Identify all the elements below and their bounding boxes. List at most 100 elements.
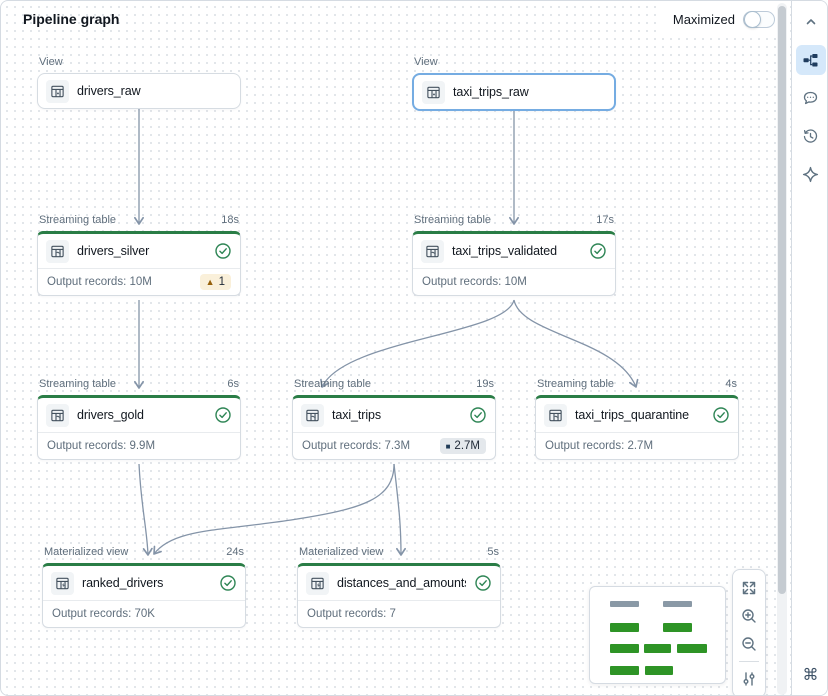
node-kind-label: Materialized view (44, 546, 129, 558)
minimap-node-bar (610, 601, 639, 607)
node-duration: 24s (226, 546, 244, 558)
node-stats: Output records: 9.9M (38, 432, 240, 459)
node-duration: 4s (725, 378, 737, 390)
node-name: distances_and_amounts_b... (337, 576, 466, 590)
success-check-icon (214, 406, 232, 424)
node-name: drivers_raw (77, 84, 141, 98)
node-name: taxi_trips_quarantine (575, 408, 689, 422)
maximized-label: Maximized (672, 11, 735, 27)
node-name: taxi_trips_raw (453, 85, 529, 99)
success-check-icon (219, 574, 237, 592)
output-records: Output records: 70K (52, 608, 155, 620)
minimap[interactable] (589, 586, 726, 684)
expand-icon[interactable] (735, 574, 763, 602)
node-stats: Output records: 10M ▲1 (38, 268, 240, 295)
node-stats: Output records: 7 (298, 600, 500, 627)
node-taxi_trips_quarantine: Streaming table 4s taxi_trips_quarantine… (535, 378, 739, 460)
minimap-node-bar (610, 644, 639, 653)
node-drivers_silver: Streaming table 18s drivers_silver Outpu… (37, 214, 241, 296)
vertical-scrollbar[interactable] (777, 3, 787, 695)
collapse-chevron-up-icon[interactable] (796, 7, 826, 37)
graph-canvas[interactable]: Pipeline graph Maximized View drivers_ra… (1, 1, 791, 695)
zoom-in-icon[interactable] (735, 602, 763, 630)
success-check-icon (712, 406, 730, 424)
minimap-node-bar (610, 623, 639, 632)
square-badge[interactable]: ■2.7M (439, 438, 486, 454)
minimap-node-bar (663, 601, 692, 607)
command-shortcuts-icon[interactable]: ⌘ (802, 667, 819, 684)
node-card-drivers_raw[interactable]: drivers_raw (37, 73, 241, 109)
view-table-icon (422, 80, 445, 104)
node-duration: 5s (487, 546, 499, 558)
graph-settings-icon[interactable] (735, 665, 763, 693)
node-card-taxi_trips_raw[interactable]: taxi_trips_raw (412, 73, 616, 111)
node-stats: Output records: 2.7M (536, 432, 738, 459)
node-kind-label: Streaming table (294, 378, 372, 390)
node-duration: 19s (476, 378, 494, 390)
output-records: Output records: 10M (47, 276, 152, 288)
minimap-node-bar (610, 666, 639, 675)
node-card-distances_and_amounts[interactable]: distances_and_amounts_b... Output record… (297, 563, 501, 628)
success-check-icon (589, 242, 607, 260)
toggle-knob (744, 10, 761, 28)
node-kind-label: Streaming table (39, 214, 117, 226)
node-drivers_gold: Streaming table 6s drivers_gold Output r… (37, 378, 241, 460)
graph-zoom-controls (732, 569, 766, 695)
node-taxi_trips_validated: Streaming table 17s taxi_trips_validated… (412, 214, 616, 296)
scrollbar-thumb[interactable] (778, 6, 786, 594)
edge-taxi_trips_validated-to-taxi_trips_quarantine (513, 299, 639, 388)
success-check-icon (214, 242, 232, 260)
node-card-taxi_trips_validated[interactable]: taxi_trips_validated Output records: 10M (412, 231, 616, 296)
streaming-table-icon (421, 239, 444, 263)
edge-taxi_trips-to-ranked_drivers (153, 463, 395, 555)
edge-taxi_trips_validated-to-taxi_trips (320, 299, 515, 388)
node-stats: Output records: 7.3M ■2.7M (293, 432, 495, 459)
node-kind-label: View (414, 56, 438, 68)
zoom-out-icon[interactable] (735, 630, 763, 658)
node-taxi_trips_raw: View taxi_trips_raw (412, 56, 616, 111)
node-card-drivers_gold[interactable]: drivers_gold Output records: 9.9M (37, 395, 241, 460)
streaming-table-icon (544, 403, 567, 427)
node-card-taxi_trips[interactable]: taxi_trips Output records: 7.3M ■2.7M (292, 395, 496, 460)
pipeline-graph-icon[interactable] (795, 45, 826, 75)
streaming-table-icon (46, 239, 69, 263)
history-icon[interactable] (796, 121, 826, 151)
streaming-table-icon (301, 403, 324, 427)
warning-triangle-badge[interactable]: ▲1 (199, 274, 231, 290)
node-card-taxi_trips_quarantine[interactable]: taxi_trips_quarantine Output records: 2.… (535, 395, 739, 460)
view-table-icon (46, 79, 69, 103)
node-kind-label: Streaming table (537, 378, 615, 390)
node-name: drivers_silver (77, 244, 150, 258)
node-card-drivers_silver[interactable]: drivers_silver Output records: 10M ▲1 (37, 231, 241, 296)
node-name: taxi_trips_validated (452, 244, 558, 258)
node-kind-label: Materialized view (299, 546, 384, 558)
node-duration: 18s (221, 214, 239, 226)
right-sidebar: ⌘ (791, 1, 827, 695)
node-name: drivers_gold (77, 408, 144, 422)
output-records: Output records: 9.9M (47, 440, 156, 452)
node-distances_and_amounts: Materialized view 5s distances_and_amoun… (297, 546, 501, 628)
materialized-view-icon (306, 571, 329, 595)
node-ranked_drivers: Materialized view 24s ranked_drivers Out… (42, 546, 246, 628)
controls-divider (739, 661, 759, 662)
minimap-node-bar (663, 623, 692, 632)
node-stats: Output records: 10M (413, 268, 615, 295)
minimap-node-bar (677, 644, 707, 653)
node-card-ranked_drivers[interactable]: ranked_drivers Output records: 70K (42, 563, 246, 628)
node-kind-label: View (39, 56, 63, 68)
node-kind-label: Streaming table (39, 378, 117, 390)
edge-drivers_gold-to-ranked_drivers (138, 463, 153, 556)
node-drivers_raw: View drivers_raw (37, 56, 241, 109)
output-records: Output records: 7.3M (302, 440, 411, 452)
output-records: Output records: 2.7M (545, 440, 654, 452)
node-stats: Output records: 70K (43, 600, 245, 627)
node-name: ranked_drivers (82, 576, 164, 590)
assistant-sparkle-icon[interactable] (796, 159, 826, 189)
streaming-table-icon (46, 403, 69, 427)
comments-icon[interactable] (796, 83, 826, 113)
maximized-toggle[interactable] (743, 10, 775, 28)
output-records: Output records: 7 (307, 608, 396, 620)
output-records: Output records: 10M (422, 276, 527, 288)
edge-taxi_trips-to-distances_and_amounts (393, 463, 406, 556)
